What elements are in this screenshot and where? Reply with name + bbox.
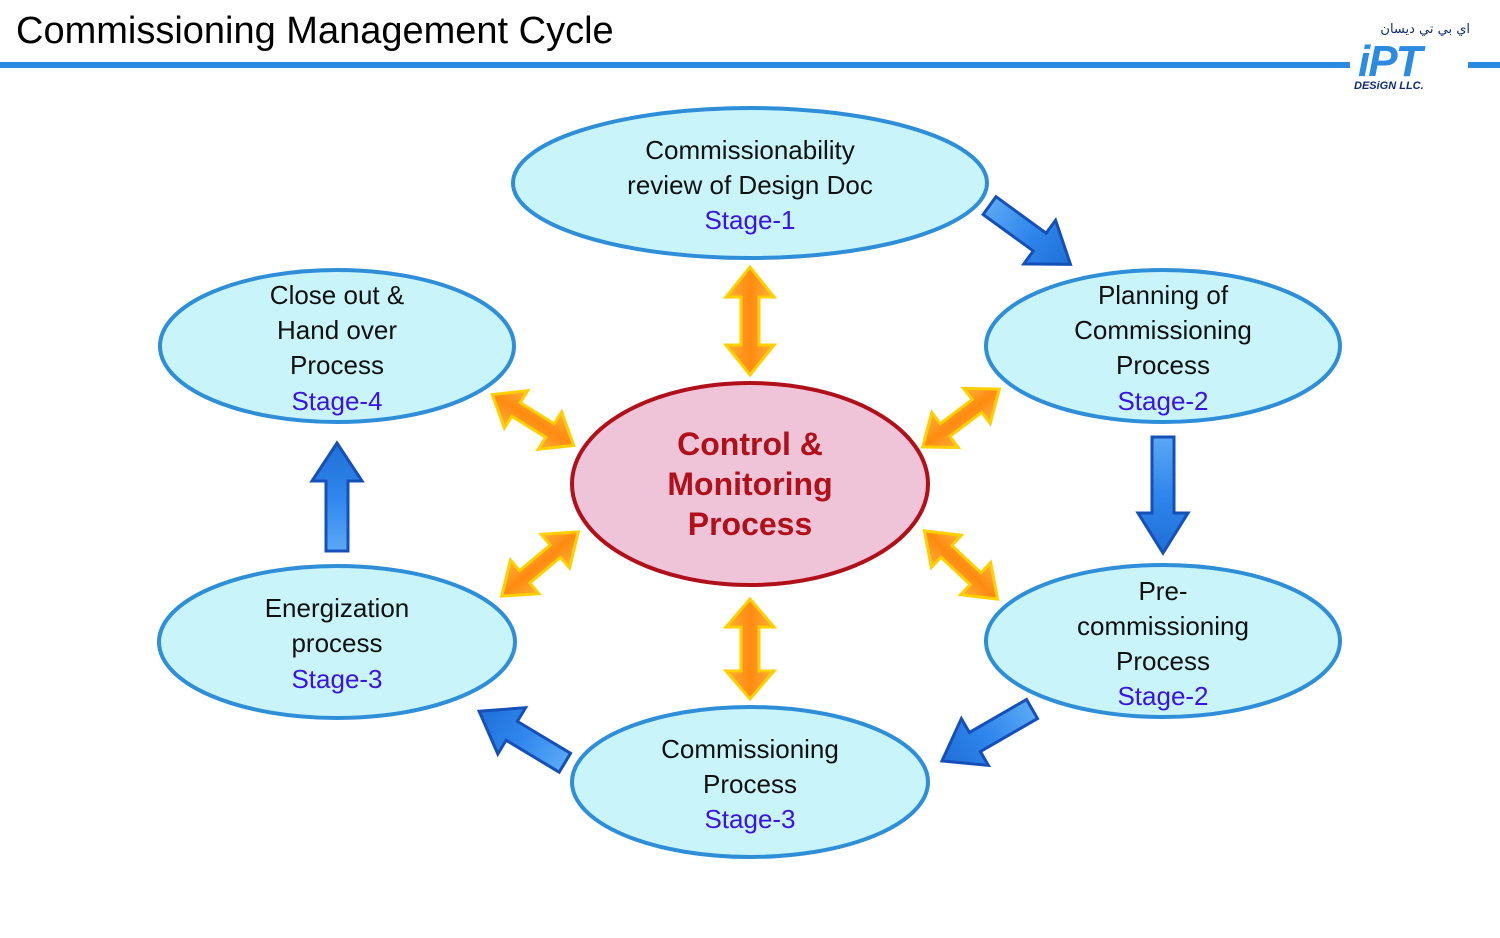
control-arrows [490,264,1002,702]
node-review-stage: Stage-1 [704,205,795,235]
control-arrow-energization [499,530,581,598]
node-planning-stage: Stage-2 [1117,386,1208,416]
node-precommissioning: Pre- commissioning Process Stage-2 [984,563,1342,719]
node-closeout-line-1: Close out & [270,280,404,310]
node-energization-line-1: Energization [265,593,410,623]
center-hub: Control & Monitoring Process [570,381,930,587]
node-precommissioning-line-2: commissioning [1077,611,1249,641]
title-rule-right [1468,62,1500,68]
center-line-3: Process [688,506,813,542]
flow-arrow-review-to-planning [980,194,1073,266]
node-review: Commissionability review of Design Doc S… [511,106,989,260]
node-planning-line-3: Process [1116,350,1210,380]
node-energization-stage: Stage-3 [291,664,382,694]
node-closeout-line-2: Hand over [277,315,397,345]
control-arrow-commissioning [722,596,778,702]
control-arrow-review [722,264,778,378]
node-closeout-stage: Stage-4 [291,386,382,416]
center-line-2: Monitoring [667,466,832,502]
node-energization: Energization process Stage-3 [157,564,517,720]
node-commissioning-line-1: Commissioning [661,734,839,764]
logo-mark: iPT [1358,37,1422,86]
flow-arrow-commissioning-to-energization [476,705,573,775]
control-arrow-planning [920,386,1002,450]
node-commissioning-stage: Stage-3 [704,804,795,834]
flow-arrow-precommissioning-to-commissioning [939,697,1040,768]
logo-subtitle: DESiGN LLC. [1354,80,1424,92]
control-arrow-closeout [490,388,576,452]
node-energization-line-2: process [291,628,382,658]
node-precommissioning-line-1: Pre- [1138,576,1187,606]
node-closeout: Close out & Hand over Process Stage-4 [158,268,516,424]
node-review-line-2: review of Design Doc [627,170,873,200]
node-review-line-1: Commissionability [645,135,855,165]
flow-arrow-energization-to-closeout [309,440,365,553]
node-planning: Planning of Commissioning Process Stage-… [984,268,1342,424]
page-title: Commissioning Management Cycle [16,10,614,52]
stage-nodes: Commissionability review of Design Doc S… [157,106,1342,859]
center-line-1: Control & [677,426,823,462]
node-precommissioning-line-3: Process [1116,646,1210,676]
node-closeout-line-3: Process [290,350,384,380]
node-planning-line-2: Commissioning [1074,315,1252,345]
node-precommissioning-stage: Stage-2 [1117,681,1208,711]
flow-arrow-planning-to-precommissioning [1135,435,1191,556]
node-planning-line-1: Planning of [1098,280,1229,310]
logo-arabic-text: اي بي تي ديسان [1380,22,1470,37]
company-logo: اي بي تي ديسان iPT DESiGN LLC. [1352,22,1474,94]
title-rule [0,62,1350,68]
node-commissioning: Commissioning Process Stage-3 [570,705,930,859]
node-commissioning-line-2: Process [703,769,797,799]
control-arrow-precommissioning [922,529,1000,601]
flow-arrows [309,194,1191,775]
